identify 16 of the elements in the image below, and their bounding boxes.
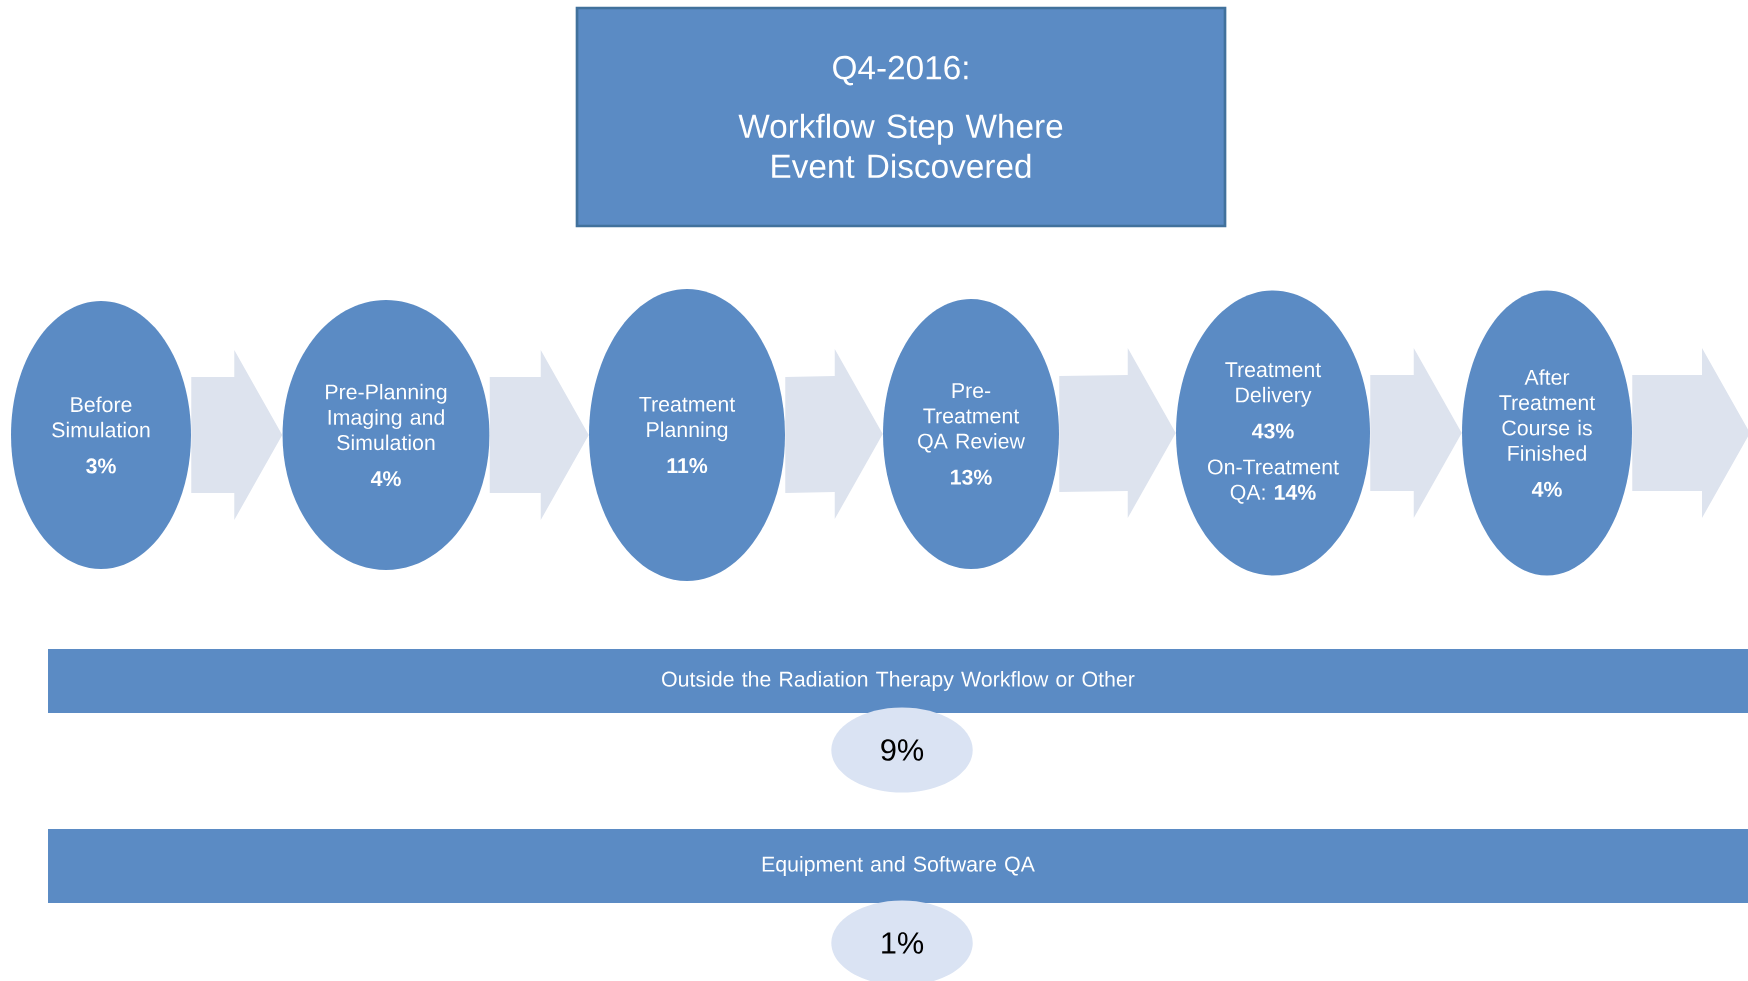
step-oval: Treatment Delivery 43% On-Treatment QA: 14% [1176,290,1370,576]
arrow [489,350,589,520]
arrow [785,349,883,519]
arrow [191,350,283,520]
arrow [1632,348,1748,518]
title-box: Q4-2016: Workflow Step Where Event Discovered [575,6,1227,228]
step-oval: Treatment Planning 11% [589,289,785,581]
step-oval: Pre-Treatment QA Review 13% [883,299,1059,569]
category-band: Outside the Radiation Therapy Workflow or Other [48,649,1748,713]
step-oval: Pre-Planning Imaging and Simulation 4% [282,300,490,570]
step-oval: Before Simulation 3% [11,301,191,569]
arrow [1370,348,1462,518]
category-band: Equipment and Software QA [48,829,1748,903]
step-oval: After Treatment Course is Finished 4% [1462,290,1632,576]
arrow [1059,348,1176,518]
percentage-oval: 9% [831,707,973,793]
